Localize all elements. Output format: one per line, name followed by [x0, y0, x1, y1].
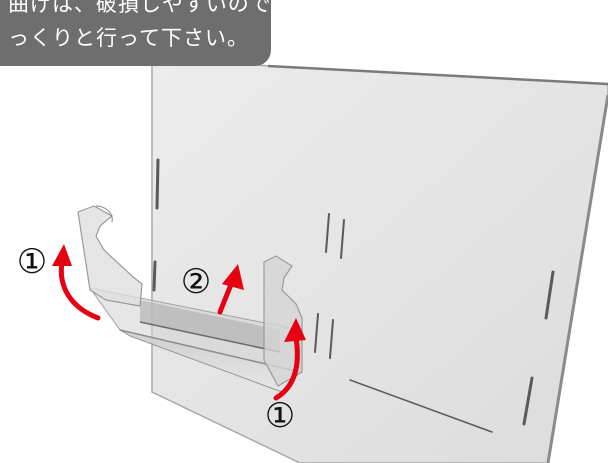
step-label-left-one: ①	[16, 242, 48, 282]
arrow-left-fold	[58, 259, 101, 321]
slot-right-top	[544, 270, 555, 320]
red-arrows	[58, 259, 300, 401]
slot-left-top	[155, 158, 160, 210]
callout-line-2: っくりと行って下さい。	[8, 26, 249, 50]
slot-right-low	[522, 376, 534, 426]
right-hook-flap	[263, 255, 303, 387]
panel-slots	[152, 158, 555, 433]
arrow-right-head	[284, 318, 306, 342]
arrow-right-fold	[273, 335, 300, 401]
slot-lower-b	[329, 319, 334, 359]
slot-bottom-long	[349, 379, 493, 433]
step-label-bottom-one: ①	[264, 396, 296, 436]
left-hook-flap	[77, 205, 143, 307]
step-label-center-two: ②	[180, 262, 212, 302]
arrow-left-head	[52, 244, 72, 266]
callout-line-1: 曲げは、破損しやすいので	[8, 0, 271, 16]
slot-center-b	[340, 219, 345, 259]
slot-center-a	[325, 213, 330, 253]
slot-left-low	[152, 260, 157, 292]
arrow-push-up	[217, 279, 235, 315]
back-panel	[151, 57, 608, 463]
arrow-up-head	[222, 264, 244, 290]
slot-lower-a	[314, 313, 319, 353]
caution-callout: 曲げは、破損しやすいので っくりと行って下さい。	[0, 0, 271, 66]
arrow-heads	[52, 244, 306, 342]
